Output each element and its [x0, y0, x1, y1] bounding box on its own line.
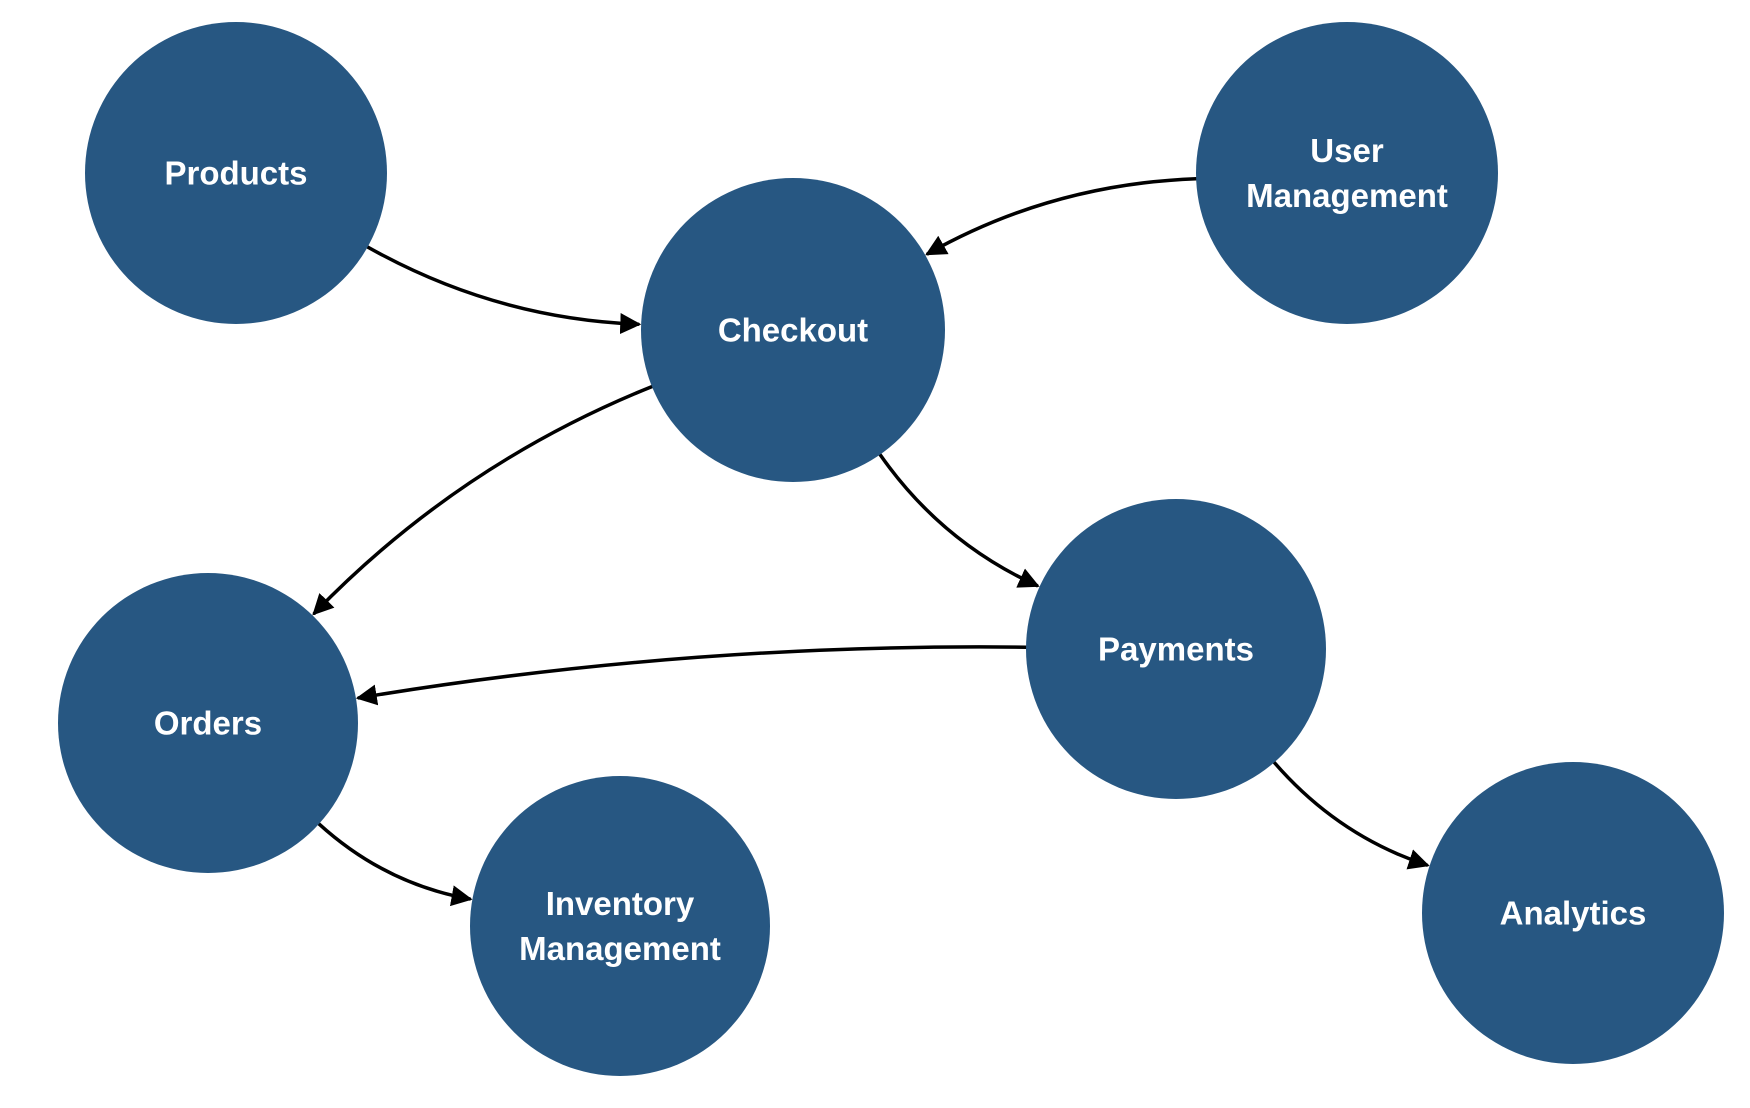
node-analytics[interactable]: Analytics	[1422, 762, 1724, 1064]
node-circle-payments[interactable]	[1026, 499, 1326, 799]
node-circle-user-management[interactable]	[1196, 22, 1498, 324]
node-payments[interactable]: Payments	[1026, 499, 1326, 799]
node-label-orders: Orders	[154, 705, 262, 742]
node-circle-products[interactable]	[85, 22, 387, 324]
node-circle-orders[interactable]	[58, 573, 358, 873]
node-products[interactable]: Products	[85, 22, 387, 324]
edge-products-to-checkout[interactable]	[365, 245, 642, 335]
edge-checkout-to-orders[interactable]	[312, 384, 654, 616]
edge-payments-to-analytics[interactable]	[1272, 760, 1430, 870]
node-orders[interactable]: Orders	[58, 573, 358, 873]
edge-payments-to-orders[interactable]	[355, 645, 1028, 706]
node-label-checkout: Checkout	[718, 312, 868, 349]
node-label-inventory-management-line1: Inventory	[546, 885, 695, 922]
node-label-user-management-line2: Management	[1246, 177, 1448, 214]
node-circle-checkout[interactable]	[641, 178, 945, 482]
node-label-products: Products	[164, 155, 307, 192]
node-label-user-management-line1: User	[1310, 132, 1384, 169]
node-label-inventory-management-line2: Management	[519, 930, 721, 967]
edge-user-management-to-checkout[interactable]	[925, 176, 1198, 256]
edge-checkout-to-payments[interactable]	[878, 452, 1040, 588]
node-label-payments: Payments	[1098, 631, 1254, 668]
node-circle-analytics[interactable]	[1422, 762, 1724, 1064]
node-checkout[interactable]: Checkout	[641, 178, 945, 482]
node-label-analytics: Analytics	[1500, 895, 1647, 932]
node-circle-inventory-management[interactable]	[470, 776, 770, 1076]
edge-orders-to-inventory-management[interactable]	[317, 822, 473, 907]
